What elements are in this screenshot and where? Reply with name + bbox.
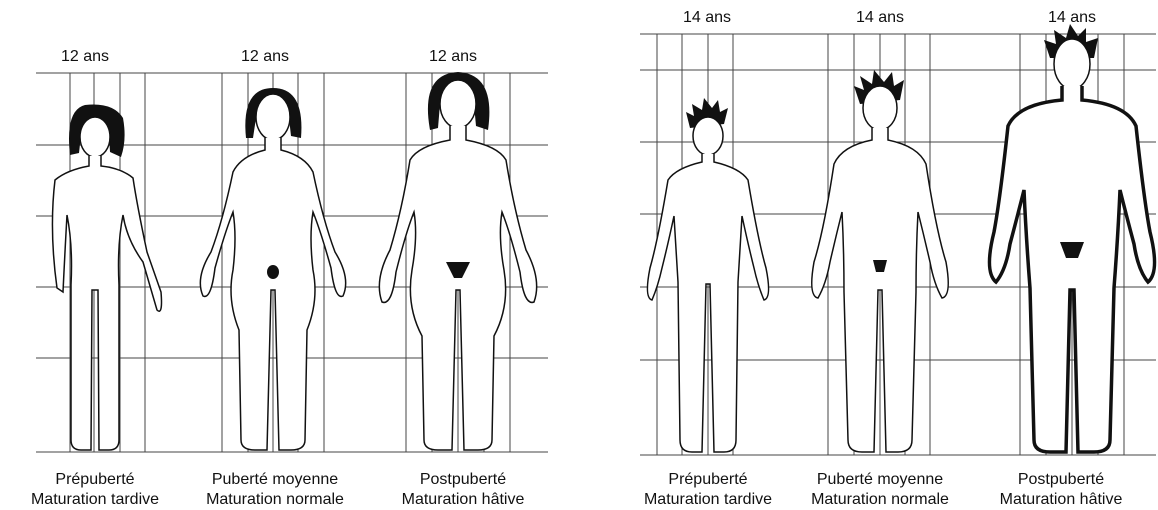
figure-age-label: 14 ans bbox=[1012, 9, 1132, 27]
boys-panel: 14 ans 14 ans 14 ans Prépuberté Maturati… bbox=[600, 0, 1158, 508]
maturation-label: Maturation tardive bbox=[613, 490, 803, 510]
girls-grid-diagram bbox=[0, 0, 560, 508]
puberty-stage: Postpuberté bbox=[368, 470, 558, 490]
figure-caption: Puberté moyenne Maturation normale bbox=[785, 470, 975, 510]
figure-age-label: 14 ans bbox=[647, 9, 767, 27]
maturation-label: Maturation normale bbox=[785, 490, 975, 510]
figure-age-label: 14 ans bbox=[820, 9, 940, 27]
figure-caption: Prépuberté Maturation tardive bbox=[0, 470, 190, 510]
maturation-label: Maturation hâtive bbox=[966, 490, 1156, 510]
girls-panel: 12 ans 12 ans 12 ans Prépuberté Maturati… bbox=[0, 0, 560, 508]
figure-caption: Prépuberté Maturation tardive bbox=[613, 470, 803, 510]
maturation-label: Maturation hâtive bbox=[368, 490, 558, 510]
maturation-label: Maturation normale bbox=[180, 490, 370, 510]
boys-grid-diagram bbox=[600, 0, 1158, 508]
figure-caption: Postpuberté Maturation hâtive bbox=[368, 470, 558, 510]
puberty-stage: Postpuberté bbox=[966, 470, 1156, 490]
figure-age-label: 12 ans bbox=[25, 48, 145, 66]
puberty-stage: Puberté moyenne bbox=[180, 470, 370, 490]
figure-age-label: 12 ans bbox=[205, 48, 325, 66]
figure-age-label: 12 ans bbox=[393, 48, 513, 66]
figure-caption: Puberté moyenne Maturation normale bbox=[180, 470, 370, 510]
maturation-label: Maturation tardive bbox=[0, 490, 190, 510]
figure-caption: Postpuberté Maturation hâtive bbox=[966, 470, 1156, 510]
puberty-stage: Prépuberté bbox=[613, 470, 803, 490]
puberty-stage: Puberté moyenne bbox=[785, 470, 975, 490]
puberty-stage: Prépuberté bbox=[0, 470, 190, 490]
